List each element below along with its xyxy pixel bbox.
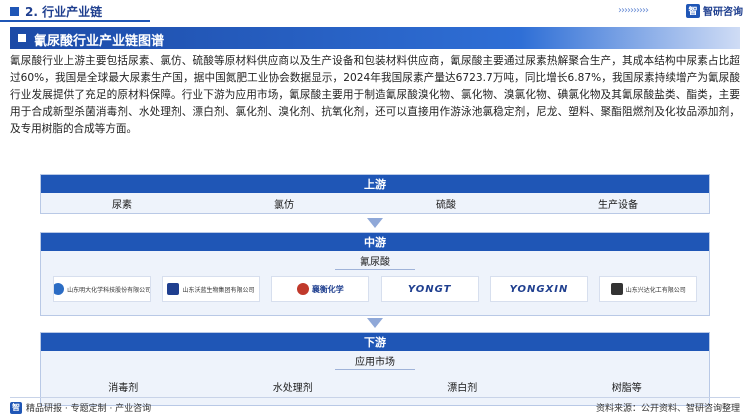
- footer-logo-icon: 智: [10, 401, 22, 414]
- upstream-item: 尿素: [112, 199, 132, 211]
- downstream-sublabel: 应用市场: [355, 357, 395, 368]
- arrow-down-icon: [367, 318, 383, 328]
- company-logo: 襄衡化学: [271, 276, 370, 302]
- downstream-panel: 下游 应用市场 消毒剂 水处理剂 漂白剂 树脂等: [40, 332, 710, 406]
- company-name: YONGT: [407, 283, 452, 295]
- midstream-header: 中游: [41, 233, 709, 251]
- top-bar: 2. 行业产业链 ›››››››››› 智 智研咨询: [0, 0, 750, 22]
- company-name: YONGXIN: [509, 283, 569, 295]
- footer-divider: [10, 397, 740, 398]
- company-logo: 山东明大化学科技股份有限公司: [52, 276, 151, 302]
- company-name: 山东兴达化工有限公司: [625, 286, 686, 294]
- source-note: 资料来源：公开资料、智研咨询整理: [595, 404, 740, 414]
- downstream-header: 下游: [41, 333, 709, 351]
- company-name: 山东明大化学科技股份有限公司: [67, 286, 151, 294]
- section-underline: [0, 20, 150, 22]
- upstream-item: 硫酸: [436, 199, 456, 211]
- downstream-sub-divider: [335, 369, 415, 370]
- chevrons-icon: ››››››››››: [618, 5, 649, 16]
- industry-chain-diagram: 上游 尿素 氯仿 硫酸 生产设备 中游 氰尿酸 山东明大化学科技股份有限公司 山…: [40, 174, 710, 406]
- title-banner: 氰尿酸行业产业链图谱: [10, 27, 740, 49]
- upstream-item: 氯仿: [274, 199, 294, 211]
- arrow-down-icon: [367, 218, 383, 228]
- brand-icon: 智: [686, 3, 700, 18]
- company-logo: YONGT: [380, 276, 479, 302]
- section-label: 2. 行业产业链: [25, 4, 103, 19]
- section-title: 2. 行业产业链: [10, 2, 102, 20]
- downstream-item: 消毒剂: [108, 382, 139, 394]
- downstream-items: 消毒剂 水处理剂 漂白剂 树脂等: [41, 376, 709, 396]
- footer-left: 智 精品研报 · 专题定制 · 产业咨询: [10, 401, 151, 414]
- company-name: 山东沃蓝生物集团有限公司: [182, 286, 255, 294]
- brand-logo: 智 智研咨询: [686, 3, 743, 18]
- square-bullet-icon: [10, 6, 19, 16]
- midstream-sub-divider: [335, 269, 415, 270]
- intro-paragraph: 氰尿酸行业上游主要包括尿素、氯仿、硫酸等原材料供应商以及生产设备和包装材料供应商…: [10, 55, 740, 135]
- downstream-item: 漂白剂: [447, 382, 478, 394]
- upstream-header: 上游: [41, 175, 709, 193]
- upstream-item: 生产设备: [598, 199, 638, 211]
- upstream-panel: 上游 尿素 氯仿 硫酸 生产设备: [40, 174, 710, 214]
- company-logos: 山东明大化学科技股份有限公司 山东沃蓝生物集团有限公司 襄衡化学 YONGT Y…: [41, 276, 709, 302]
- downstream-item: 水处理剂: [272, 382, 313, 394]
- upstream-items: 尿素 氯仿 硫酸 生产设备: [41, 193, 709, 213]
- company-logo: 山东沃蓝生物集团有限公司: [161, 276, 260, 302]
- banner-bullet-icon: [18, 34, 26, 42]
- company-logo: 山东兴达化工有限公司: [599, 276, 698, 302]
- downstream-item: 树脂等: [611, 382, 642, 394]
- company-logo: YONGXIN: [489, 276, 588, 302]
- footer-tagline: 精品研报 · 专题定制 · 产业咨询: [26, 404, 152, 414]
- midstream-panel: 中游 氰尿酸 山东明大化学科技股份有限公司 山东沃蓝生物集团有限公司 襄衡化学 …: [40, 232, 710, 316]
- company-name: 襄衡化学: [311, 284, 344, 294]
- page-title: 氰尿酸行业产业链图谱: [34, 34, 165, 49]
- globe-logo-icon: [53, 283, 65, 295]
- brand-name: 智研咨询: [703, 7, 743, 18]
- red-ring-logo-icon: [296, 283, 309, 295]
- midstream-sublabel: 氰尿酸: [360, 257, 390, 268]
- xd-logo-icon: [610, 283, 623, 295]
- footer: 智 精品研报 · 专题定制 · 产业咨询 资料来源：公开资料、智研咨询整理: [10, 397, 740, 416]
- wolan-logo-icon: [167, 283, 180, 295]
